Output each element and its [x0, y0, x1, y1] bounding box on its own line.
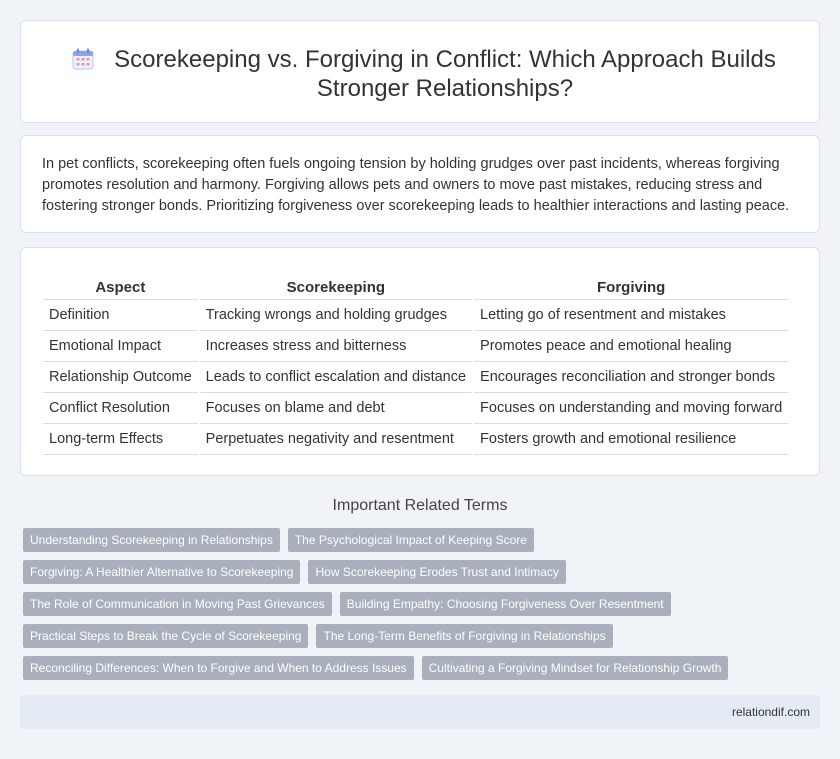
header-forgiving: Forgiving [472, 276, 789, 300]
related-term-tag[interactable]: Understanding Scorekeeping in Relationsh… [23, 528, 280, 552]
related-terms-heading: Important Related Terms [332, 497, 508, 514]
comparison-table: Aspect Scorekeeping Forgiving Definition… [43, 276, 789, 455]
table-row: Long-term Effects Perpetuates negativity… [43, 423, 789, 455]
table-cell: Letting go of resentment and mistakes [472, 299, 789, 331]
calendar-icon [71, 47, 95, 71]
footer-site-link[interactable]: relationdif.com [731, 705, 810, 719]
footer: relationdif.com [20, 695, 820, 729]
table-cell: Focuses on blame and debt [197, 392, 474, 424]
table-cell: Relationship Outcome [43, 361, 199, 393]
table-row: Relationship Outcome Leads to conflict e… [43, 361, 789, 393]
table-cell: Conflict Resolution [43, 392, 199, 424]
table-cell: Focuses on understanding and moving forw… [472, 392, 789, 424]
title-card: Scorekeeping vs. Forgiving in Conflict: … [20, 20, 820, 123]
related-term-tag[interactable]: How Scorekeeping Erodes Trust and Intima… [308, 560, 566, 584]
table-row: Definition Tracking wrongs and holding g… [43, 299, 789, 331]
related-term-tag[interactable]: The Long-Term Benefits of Forgiving in R… [316, 624, 613, 648]
related-term-tag[interactable]: Reconciling Differences: When to Forgive… [23, 656, 414, 680]
table-cell: Tracking wrongs and holding grudges [197, 299, 474, 331]
table-header-row: Aspect Scorekeeping Forgiving [43, 276, 789, 300]
table-cell: Definition [43, 299, 199, 331]
related-term-tag[interactable]: Building Empathy: Choosing Forgiveness O… [339, 592, 671, 616]
page-title: Scorekeeping vs. Forgiving in Conflict: … [114, 46, 776, 102]
header-scorekeeping: Scorekeeping [197, 276, 474, 300]
table-cell: Perpetuates negativity and resentment [197, 423, 474, 455]
header-aspect: Aspect [43, 276, 199, 300]
related-term-tag[interactable]: Forgiving: A Healthier Alternative to Sc… [23, 560, 301, 584]
related-term-tag[interactable]: The Role of Communication in Moving Past… [23, 592, 332, 616]
table-cell: Increases stress and bitterness [197, 330, 474, 362]
table-cell: Leads to conflict escalation and distanc… [197, 361, 474, 393]
table-cell: Emotional Impact [43, 330, 199, 362]
table-cell: Promotes peace and emotional healing [472, 330, 789, 362]
intro-paragraph: In pet conflicts, scorekeeping often fue… [42, 156, 790, 214]
intro-card: In pet conflicts, scorekeeping often fue… [20, 135, 820, 233]
table-cell: Encourages reconciliation and stronger b… [472, 361, 789, 393]
related-term-tag[interactable]: Practical Steps to Break the Cycle of Sc… [23, 624, 309, 648]
related-term-tag[interactable]: Cultivating a Forgiving Mindset for Rela… [421, 656, 729, 680]
table-row: Emotional Impact Increases stress and bi… [43, 330, 789, 362]
table-cell: Long-term Effects [43, 423, 199, 455]
table-cell: Fosters growth and emotional resilience [472, 423, 789, 455]
related-term-tag[interactable]: The Psychological Impact of Keeping Scor… [287, 528, 534, 552]
table-row: Conflict Resolution Focuses on blame and… [43, 392, 789, 424]
comparison-table-card: Aspect Scorekeeping Forgiving Definition… [20, 247, 820, 476]
related-terms-list: Understanding Scorekeeping in Relationsh… [23, 528, 813, 688]
